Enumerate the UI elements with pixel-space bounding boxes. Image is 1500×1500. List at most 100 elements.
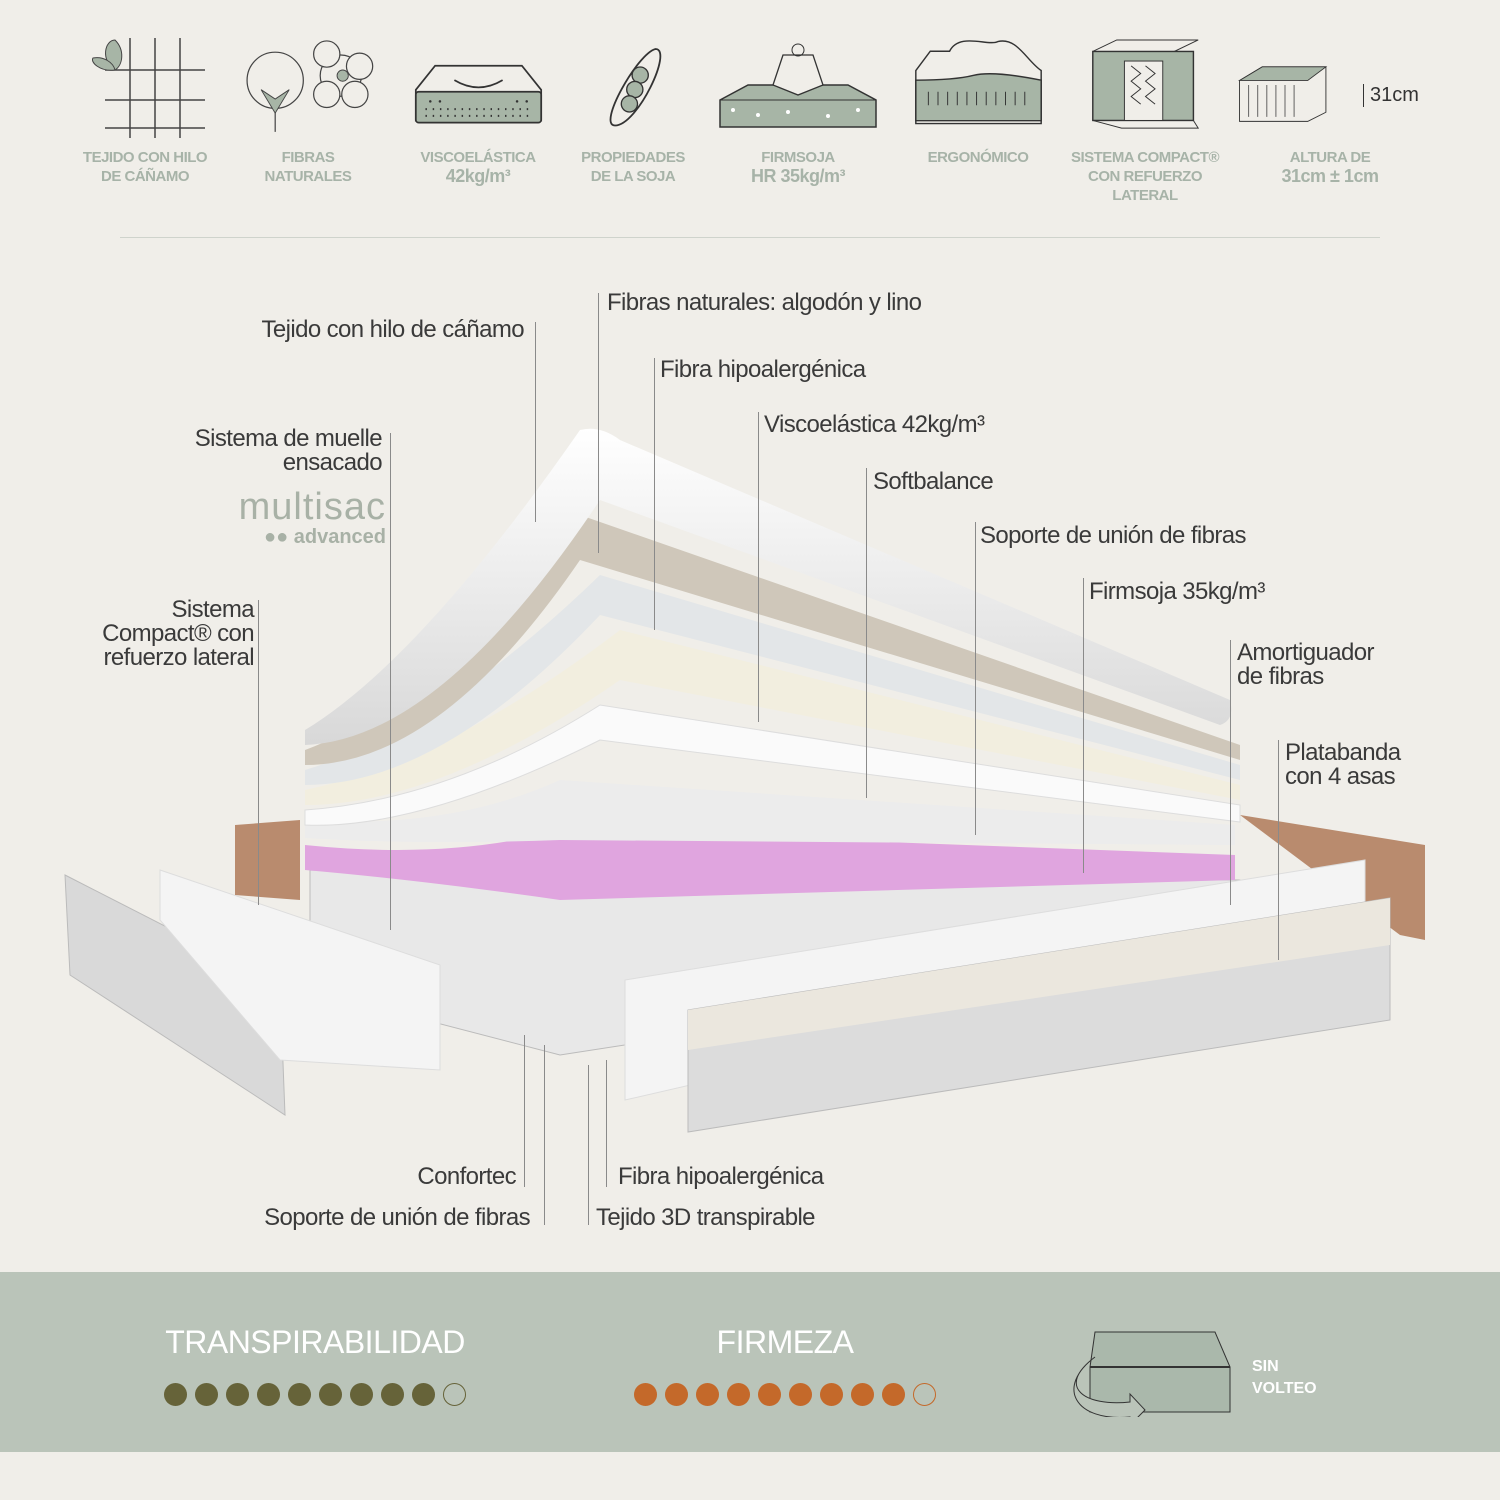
rating-dot-filled [164, 1383, 187, 1406]
feature-label: LATERAL [1112, 187, 1178, 204]
side-foam-left [159, 869, 441, 1071]
feature-label: TEJIDO CON HILO [82, 149, 208, 166]
multisac-logo: multisac●● advanced [218, 488, 386, 548]
leader-line [524, 1035, 525, 1187]
callout-line: ensacado [282, 449, 383, 476]
layer-hemp-fabric [305, 428, 1232, 745]
rating-dot-filled [851, 1383, 874, 1406]
callout-viscoelastic: Viscoelástica 42kg/m³ [764, 411, 985, 438]
callout-line: Amortiguador [1237, 639, 1374, 666]
feature-label: FIRMSOJA [761, 149, 835, 166]
height-box-icon [1237, 66, 1328, 122]
feature-label: VISCOELÁSTICA [420, 149, 536, 166]
feature-label: DE CÁÑAMO [101, 168, 190, 185]
rating-dots [625, 1383, 945, 1406]
rating-dot-filled [350, 1383, 373, 1406]
rating-dot-filled [820, 1383, 843, 1406]
callout-natural-fibers: Fibras naturales: algodón y lino [607, 289, 922, 316]
rating-dot-filled [288, 1383, 311, 1406]
rating-dot-filled [226, 1383, 249, 1406]
rating-dot-filled [412, 1383, 435, 1406]
divider [120, 237, 1380, 238]
rating-dot-filled [882, 1383, 905, 1406]
soy-pod-icon [609, 48, 662, 127]
ergonomic-body-icon [914, 40, 1042, 125]
layer-visco [305, 630, 1240, 805]
breathability-rating: TRANSPIRABILIDAD [155, 1324, 475, 1406]
rating-dot-empty [443, 1383, 466, 1406]
feature-compact: SISTEMA COMPACT® CON REFUERZO LATERAL [1060, 30, 1230, 205]
no-flip-icon [1073, 1331, 1231, 1417]
leader-line [588, 1065, 589, 1225]
rating-title: FIRMEZA [716, 1324, 854, 1360]
callout-3d-fabric: Tejido 3D transpirable [596, 1204, 816, 1231]
feature-label: CON REFUERZO [1088, 168, 1203, 185]
leader-line [654, 358, 655, 630]
leader-line [606, 1060, 607, 1187]
rating-dot-filled [634, 1383, 657, 1406]
compact-spring-icon [1091, 39, 1199, 129]
leader-line [866, 468, 867, 798]
rating-dot-filled [195, 1383, 218, 1406]
feature-ergonomic: ERGONÓMICO [893, 30, 1063, 167]
rating-dot-filled [381, 1383, 404, 1406]
feature-label: SISTEMA COMPACT® [1070, 149, 1220, 166]
rating-dot-filled [789, 1383, 812, 1406]
hemp-fabric-icon [91, 38, 205, 138]
leader-line [258, 600, 259, 905]
rating-dot-filled [758, 1383, 781, 1406]
firm-foam-weight-icon [719, 43, 877, 128]
callout-hypoallergenic-fiber: Fibra hipoalergénica [660, 356, 866, 383]
rating-dot-filled [727, 1383, 750, 1406]
leader-line [1278, 740, 1279, 960]
callout-line: Compact® con [102, 620, 254, 647]
rating-dot-filled [257, 1383, 280, 1406]
feature-label: DE LA SOJA [590, 168, 676, 185]
rating-dot-filled [696, 1383, 719, 1406]
logo-sub: ●● advanced [264, 526, 386, 548]
callout-line: de fibras [1237, 663, 1324, 690]
feature-label: ERGONÓMICO [927, 149, 1029, 166]
feature-label: PROPIEDADES [581, 149, 685, 166]
feature-value: 31cm ± 1cm [1281, 166, 1379, 186]
firmness-rating: FIRMEZA [625, 1324, 945, 1406]
feature-value: HR 35kg/m³ [750, 166, 846, 186]
rating-dot-empty [913, 1383, 936, 1406]
leader-line [1083, 578, 1084, 873]
feature-value: 42kg/m³ [445, 166, 511, 186]
feature-label: ALTURA DE [1289, 149, 1371, 166]
no-flip-line: VOLTEO [1252, 1380, 1317, 1397]
leader-line [975, 522, 976, 835]
callout-line: con 4 asas [1285, 763, 1396, 790]
layer-hypo-fiber [305, 575, 1240, 785]
logo-name: multisac [238, 486, 386, 528]
callout-fiber-support: Soporte de unión de fibras [980, 522, 1247, 549]
callout-line: Sistema [171, 596, 255, 623]
layer-softbalance [304, 704, 1241, 826]
leader-line [535, 322, 536, 522]
leader-line [544, 1045, 545, 1225]
no-flip-label: SIN VOLTEO [1252, 1356, 1317, 1400]
side-panel-back [235, 820, 300, 900]
callout-fiber-support-bottom: Soporte de unión de fibras [264, 1204, 531, 1231]
callout-hemp-fabric: Tejido con hilo de cáñamo [261, 316, 524, 343]
layer-support [305, 780, 1235, 845]
no-flip-line: SIN [1252, 1358, 1279, 1375]
callout-softbalance: Softbalance [873, 468, 994, 495]
leader-line [598, 293, 599, 553]
leader-line [758, 412, 759, 722]
callout-line: refuerzo lateral [103, 644, 255, 671]
memory-foam-icon [414, 64, 542, 124]
callout-line: Platabanda [1285, 739, 1401, 766]
rating-title: TRANSPIRABILIDAD [165, 1324, 465, 1360]
rating-dot-filled [665, 1383, 688, 1406]
